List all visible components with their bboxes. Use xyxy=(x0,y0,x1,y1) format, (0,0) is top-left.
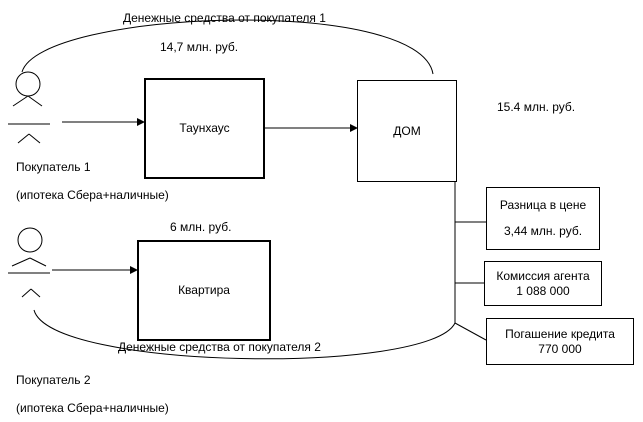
buyer2-money-label: Денежные средства от покупателя 2 xyxy=(118,340,321,354)
buyer2-name: Покупатель 2 xyxy=(16,373,91,387)
townhouse-box: Таунхаус xyxy=(144,78,265,179)
house-price-label: 15.4 млн. руб. xyxy=(497,100,576,114)
loan-repayment-value: 770 000 xyxy=(538,341,582,356)
buyer2-payment: (ипотека Сбера+наличные) xyxy=(16,401,169,415)
buyer1-money-amount: 14,7 млн. руб. xyxy=(160,40,239,54)
buyer1-money-arc xyxy=(21,19,434,75)
apartment-price-label: 6 млн. руб. xyxy=(170,220,232,234)
apartment-label: Квартира xyxy=(178,283,230,297)
price-difference-label: Разница в цене xyxy=(499,198,587,213)
buyer1-money-label: Денежные средства от покупателя 1 xyxy=(123,11,326,25)
loan-repayment-box: Погашение кредита 770 000 xyxy=(486,318,634,365)
townhouse-label: Таунхаус xyxy=(179,121,230,135)
loan-repayment-label: Погашение кредита xyxy=(505,326,615,341)
price-difference-box: Разница в цене 3,44 млн. руб. xyxy=(486,187,600,250)
buyer1-name: Покупатель 1 xyxy=(16,160,91,174)
buyer1-person-icon xyxy=(8,71,50,144)
agent-commission-box: Комиссия агента 1 088 000 xyxy=(484,261,602,306)
price-difference-value: 3,44 млн. руб. xyxy=(503,223,583,238)
loan-repayment-connector xyxy=(454,322,487,341)
agent-commission-label: Комиссия агента xyxy=(496,268,590,283)
buyer2-person-icon xyxy=(8,227,50,298)
apartment-box: Квартира xyxy=(137,240,271,341)
house-label: ДОМ xyxy=(393,123,421,138)
buyer1-payment: (ипотека Сбера+наличные) xyxy=(16,188,169,202)
agent-commission-value: 1 088 000 xyxy=(516,283,570,298)
house-box: ДОМ xyxy=(357,80,457,182)
buyer2-money-arc xyxy=(33,309,456,360)
